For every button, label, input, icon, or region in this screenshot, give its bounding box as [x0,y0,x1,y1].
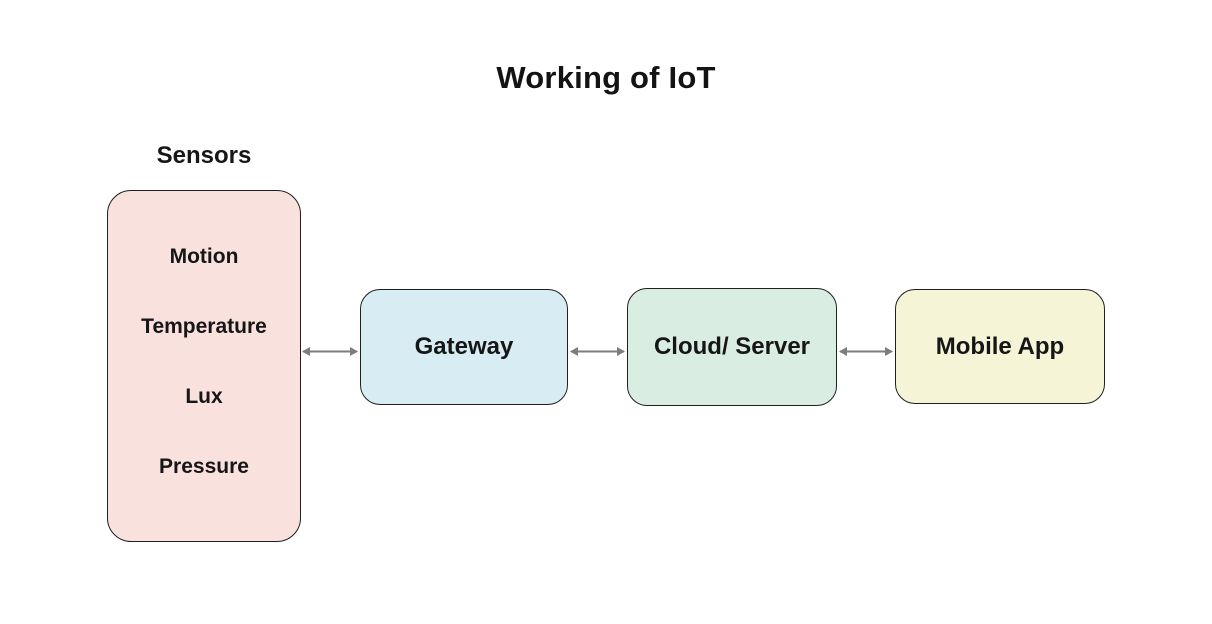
sensor-item-motion: Motion [169,245,239,268]
mobile-app-node: Mobile App [895,289,1105,404]
sensors-label: Sensors [156,142,252,169]
cloud-server-node: Cloud/ Server [627,288,837,406]
sensor-item-pressure: Pressure [159,455,249,478]
sensor-item-temperature: Temperature [141,315,267,338]
mobile-app-label: Mobile App [935,332,1065,360]
gateway-label: Gateway [414,333,514,360]
gateway-node: Gateway [360,289,568,405]
cloud-server-label: Cloud/ Server [653,333,811,360]
diagram-title: Working of IoT [496,60,716,95]
sensors-node: Motion Temperature Lux Pressure [107,190,301,542]
sensor-item-lux: Lux [185,385,223,408]
